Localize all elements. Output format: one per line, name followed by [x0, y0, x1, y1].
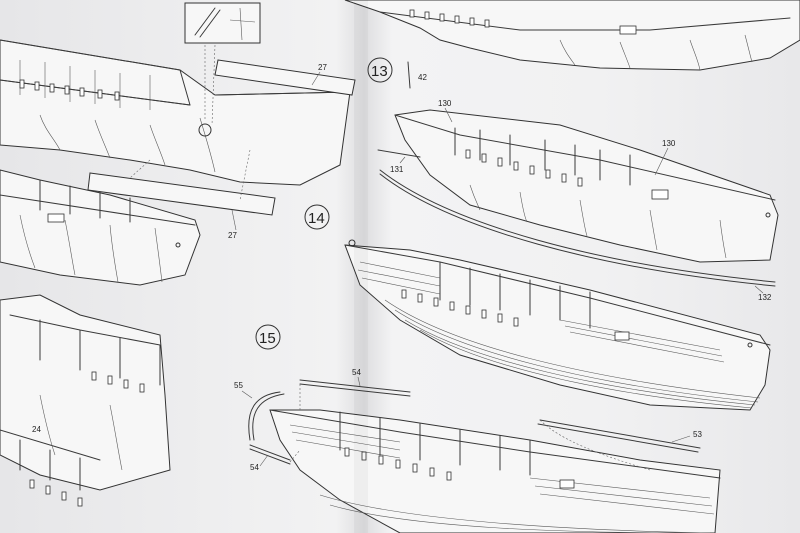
step-number-14: 14 [308, 210, 325, 227]
part-label-27-upper: 27 [318, 63, 327, 72]
part-label-53: 53 [693, 430, 702, 439]
hull-drawing-middle-left [0, 169, 201, 286]
step-15-marker: 15 [255, 324, 281, 350]
part-42: 42 [407, 61, 427, 89]
step-number-15: 15 [259, 330, 276, 347]
portholes-step-15 [344, 447, 452, 481]
part-label-42: 42 [418, 73, 427, 82]
hull-drawing-bottom-left: 24 [0, 294, 171, 507]
step-13-marker: 13 [367, 57, 393, 83]
portholes-top-left [19, 79, 120, 101]
part-label-55: 55 [234, 381, 243, 390]
page-fold [354, 0, 368, 533]
part-label-130-right: 130 [662, 139, 676, 148]
part-label-132: 132 [758, 293, 772, 302]
part-label-54-bottom: 54 [250, 463, 259, 472]
part-27-lower: 27 [87, 149, 276, 240]
part-54-55: 55 54 54 [234, 368, 411, 472]
part-131: 131 [377, 149, 421, 174]
step-number-13: 13 [371, 63, 388, 80]
part-53: 53 [671, 430, 702, 443]
part-132: 132 [379, 169, 776, 302]
part-label-130-left: 130 [438, 99, 452, 108]
hull-drawing-step-15 [269, 409, 721, 533]
hull-drawing-top-right [344, 0, 800, 71]
step-14-marker: 14 [304, 204, 330, 230]
part-label-54-top: 54 [352, 368, 361, 377]
hull-drawing-step-13 [394, 109, 779, 263]
part-130: 130 130 [438, 99, 676, 176]
part-label-24: 24 [32, 425, 41, 434]
part-label-27-lower: 27 [228, 231, 237, 240]
part-27-upper: 27 [214, 59, 356, 96]
portholes-step-14 [401, 289, 519, 327]
hull-drawing-top-left [0, 2, 351, 186]
portholes-step-13 [465, 149, 583, 187]
hull-drawing-step-14 [344, 239, 771, 411]
part-label-131: 131 [390, 165, 404, 174]
